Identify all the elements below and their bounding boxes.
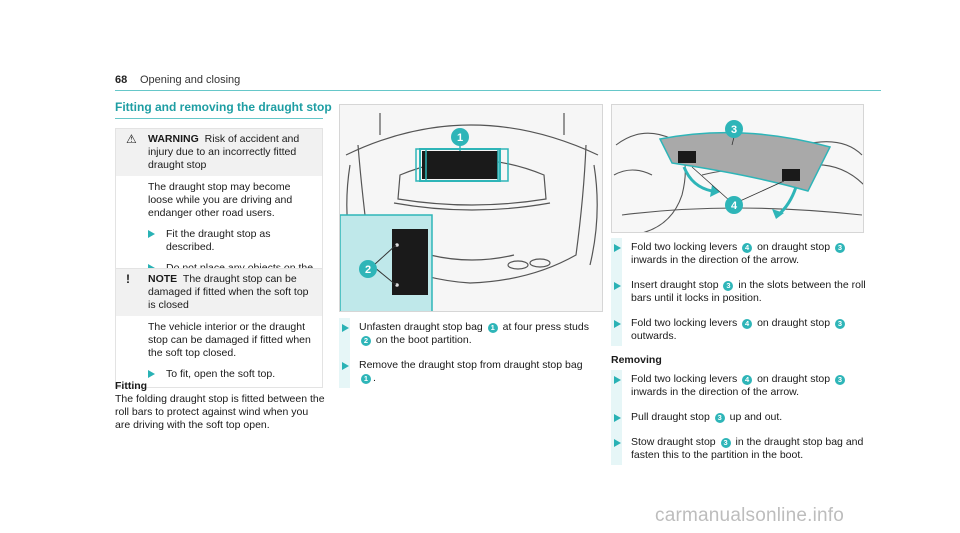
step-text: on draught stop — [757, 241, 831, 253]
step-text: outwards. — [631, 330, 677, 342]
callout-badge: 1 — [361, 374, 371, 384]
unfasten-steps: Unfasten draught stop bag 1 at four pres… — [339, 318, 603, 388]
step-strip — [339, 318, 350, 388]
fitting-heading: Fitting — [115, 380, 148, 392]
step-arrow-icon — [614, 320, 621, 328]
step-text: up and out. — [729, 411, 783, 423]
step-arrow-icon — [614, 244, 621, 252]
warning-header: ⚠ WARNING Risk of accident and injury du… — [116, 129, 322, 176]
step-text: on the boot partition. — [375, 334, 472, 346]
callout-1: 1 — [457, 132, 463, 144]
watermark: carmanualsonline.info — [655, 505, 845, 526]
callout-2: 2 — [365, 264, 371, 276]
fitting-text: The folding draught stop is fitted betwe… — [115, 393, 325, 431]
step-text: in the draught stop bag and fasten this … — [631, 436, 864, 461]
step-item: Unfasten draught stop bag 1 at four pres… — [339, 318, 603, 350]
callout-marker — [725, 120, 743, 138]
step-arrow-icon — [614, 439, 621, 447]
note-text: The vehicle interior or the draught stop… — [148, 321, 311, 359]
callout-badge: 3 — [834, 243, 845, 253]
step-text: Stow draught stop — [631, 436, 716, 448]
step-arrow-icon — [148, 230, 155, 238]
removing-heading: Removing — [611, 354, 662, 366]
step-text: Fold two locking levers — [631, 241, 738, 253]
note-box: ! NOTE The draught stop can be damaged i… — [115, 268, 323, 388]
callout-badge: 4 — [742, 243, 753, 253]
step-item: Fold two locking levers 4 on draught sto… — [611, 238, 871, 270]
step-text: Unfasten draught stop bag — [359, 321, 483, 333]
roll-bar-illustration-svg: 4 3 — [613, 120, 863, 232]
callout-marker — [725, 196, 743, 214]
running-title: Opening and closing — [140, 74, 241, 86]
section-heading: Fitting and removing the draught stop — [115, 100, 332, 114]
remove-steps: Fold two locking levers 4 on draught sto… — [611, 370, 871, 465]
callout-badge: 2 — [361, 336, 371, 346]
page-number: 68 — [115, 74, 128, 86]
callout-marker — [451, 128, 469, 146]
callout-badge: 3 — [720, 438, 731, 448]
warning-label: WARNING — [148, 133, 199, 145]
callout-badge: 4 — [742, 375, 753, 385]
warning-title: Risk of accident and injury due to an in… — [148, 133, 300, 171]
fit-remove-steps: Fold two locking levers 4 on draught sto… — [611, 238, 871, 465]
step-text: Fold two locking levers — [631, 317, 738, 329]
step-item: Insert draught stop 3 in the slots betwe… — [611, 276, 871, 308]
step-item: Pull draught stop 3 up and out. — [611, 408, 871, 427]
callout-marker — [359, 260, 377, 278]
step-item: Fold two locking levers 4 on draught sto… — [611, 370, 871, 402]
step-text: inwards in the direction of the arrow. — [631, 386, 800, 398]
step-arrow-icon — [614, 414, 621, 422]
step-item: Stow draught stop 3 in the draught stop … — [611, 433, 871, 465]
step-strip — [611, 238, 622, 346]
step-text: Insert draught stop — [631, 279, 719, 291]
roll-bar-illustration: 4 3 — [611, 104, 864, 233]
note-label: NOTE — [148, 273, 178, 285]
warning-bullet: Fit the draught stop as described. — [148, 228, 314, 254]
note-bullet: To fit, open the soft top. — [148, 368, 314, 381]
warning-triangle-icon: ⚠ — [126, 132, 137, 146]
callout-badge: 3 — [834, 319, 845, 329]
step-text: Pull draught stop — [631, 411, 710, 423]
callout-badge: 3 — [834, 375, 845, 385]
step-text: at four press studs — [502, 321, 589, 333]
step-text: in the slots between the roll bars until… — [631, 279, 866, 304]
note-exclamation-icon: ! — [126, 272, 130, 286]
step-text: on draught stop — [757, 373, 831, 385]
callout-4: 4 — [731, 200, 738, 212]
note-bullet-text: To fit, open the soft top. — [166, 368, 276, 380]
step-text: Fold two locking levers — [631, 373, 738, 385]
boot-illustration-svg: 1 2 — [340, 113, 599, 311]
step-arrow-icon — [342, 362, 349, 370]
step-arrow-icon — [614, 376, 621, 384]
callout-3: 3 — [731, 124, 737, 136]
step-item: Fold two locking levers 4 on draught sto… — [611, 314, 871, 346]
step-text: on draught stop — [757, 317, 831, 329]
note-header: ! NOTE The draught stop can be damaged i… — [116, 269, 322, 316]
callout-badge: 3 — [723, 281, 734, 291]
step-text: . — [373, 372, 376, 384]
step-arrow-icon — [614, 282, 621, 290]
header-divider — [115, 90, 881, 91]
callout-badge: 4 — [742, 319, 753, 329]
step-text: Remove the draught stop from draught sto… — [359, 359, 583, 371]
step-arrow-icon — [148, 370, 155, 378]
step-item: Remove the draught stop from draught sto… — [339, 356, 603, 388]
callout-badge: 3 — [714, 413, 725, 423]
warning-text: The draught stop may become loose while … — [148, 181, 293, 219]
boot-illustration: 1 2 — [339, 104, 603, 312]
step-arrow-icon — [342, 324, 349, 332]
fit-steps: Fold two locking levers 4 on draught sto… — [611, 238, 871, 346]
warning-bullet-text: Fit the draught stop as described. — [166, 228, 271, 253]
note-body: The vehicle interior or the draught stop… — [116, 316, 322, 387]
step-text: inwards in the direction of the arrow. — [631, 254, 800, 266]
callout-badge: 1 — [487, 323, 498, 333]
heading-divider — [115, 118, 323, 119]
note-title: The draught stop can be damaged if fitte… — [148, 273, 309, 311]
